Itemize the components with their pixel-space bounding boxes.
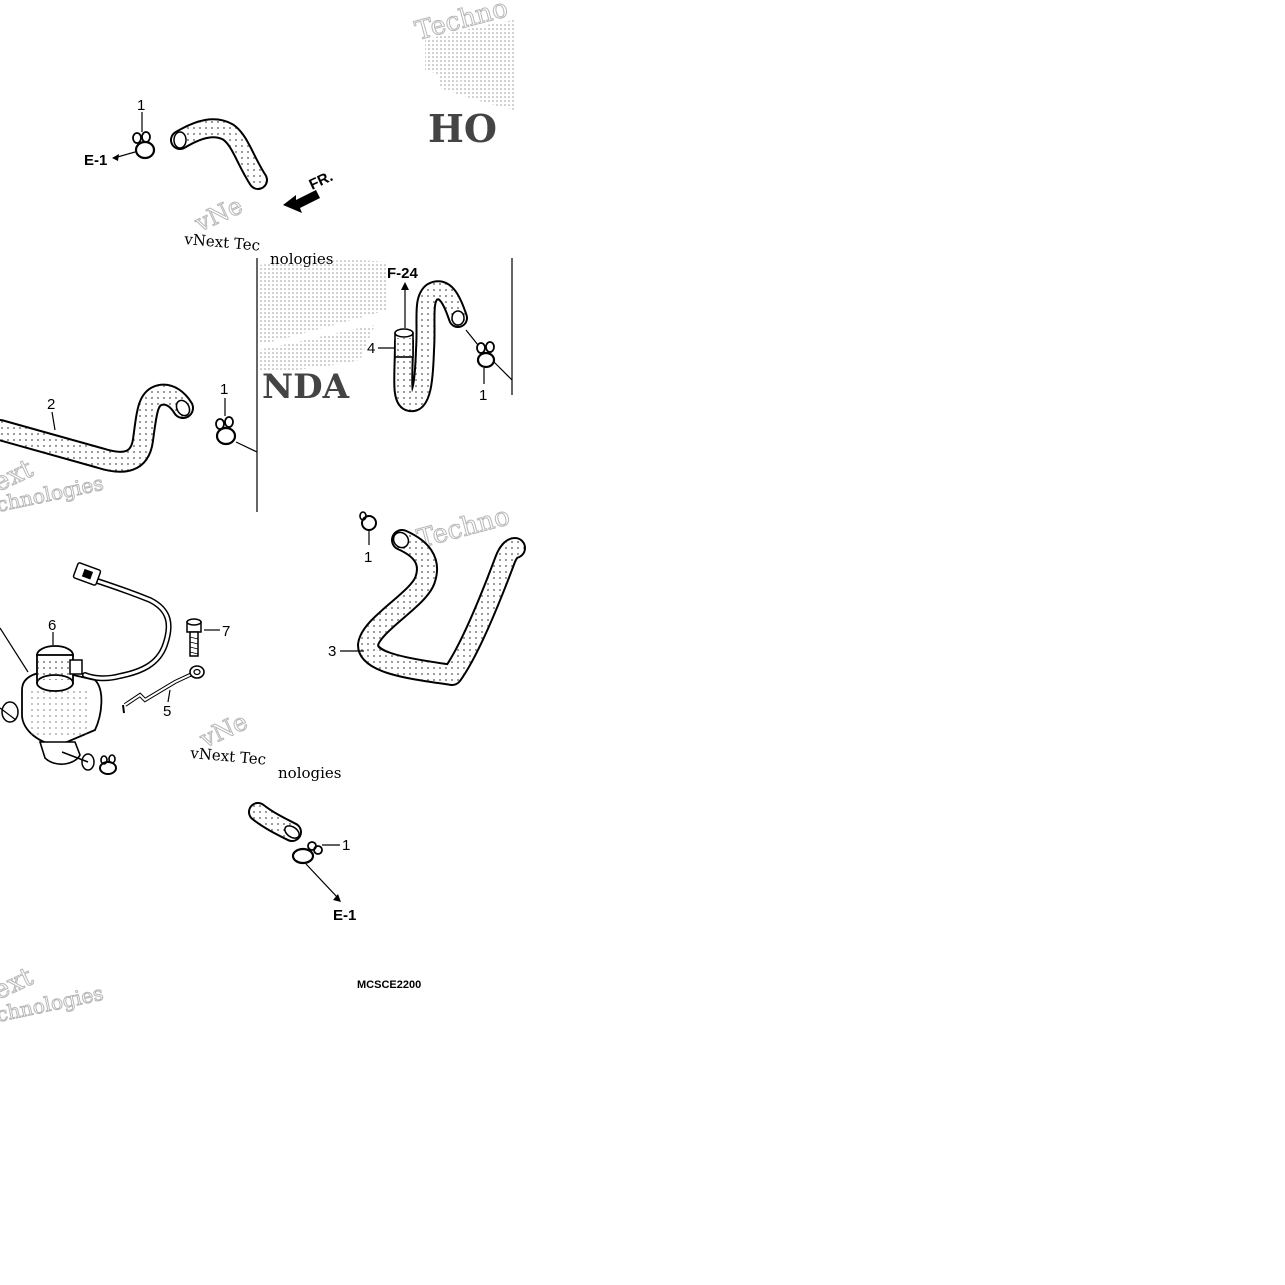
stay-bracket: [122, 665, 205, 714]
valve-group: 6 7 5: [0, 562, 230, 775]
hose-joint: [394, 328, 414, 358]
hose-clamp-icon: [99, 754, 117, 775]
f24-hose-group: 4 F-24 1: [367, 265, 513, 412]
callout-label: 2: [47, 396, 55, 413]
callout-label: 6: [48, 617, 56, 634]
hose-clamp-icon: [291, 841, 323, 865]
hose-clamp-icon: [359, 511, 377, 531]
callout-label: 1: [342, 837, 350, 854]
callout-label: 1: [137, 97, 145, 114]
callout-label: 1: [364, 549, 372, 566]
watermark-text: vNext Tec: [189, 744, 267, 769]
front-arrow-icon: [283, 190, 320, 213]
hose-clamp-icon: [476, 341, 496, 369]
callout-label: 1: [220, 381, 228, 398]
callout-label: 3: [328, 643, 336, 660]
watermark-text: nologies: [278, 764, 342, 782]
callout-label: 7: [222, 623, 230, 640]
watermark-text: vNext Tec: [183, 230, 261, 255]
top-hose-group: 1 E-1: [84, 97, 268, 190]
air-suction-valve: [1, 645, 103, 771]
hose-clamp-icon: [215, 416, 237, 446]
diagram-code: MCSCE2200: [357, 979, 421, 991]
honda-logo-top: HO: [425, 20, 515, 151]
honda-logo-mid: NDA: [258, 260, 388, 407]
front-label: FR.: [307, 168, 336, 194]
reference-label: F-24: [387, 265, 419, 282]
hose-clamp-icon: [132, 131, 156, 160]
front-direction-arrow: FR.: [283, 168, 336, 213]
callout-label: 5: [163, 703, 171, 720]
hose-2-group: 2 1: [0, 381, 258, 473]
connector: [72, 562, 102, 586]
reference-label: E-1: [84, 152, 107, 169]
bottom-hose-group: 1 E-1: [248, 802, 356, 924]
callout-label: 1: [479, 387, 487, 404]
watermark-logo-text: NDA: [262, 367, 350, 407]
watermark-layer: HO Techno vNext Tec vNe nologies NDA ext…: [0, 0, 515, 1027]
watermark-logo-text: HO: [428, 106, 497, 151]
reference-label: E-1: [333, 907, 356, 924]
callout-label: 4: [367, 340, 375, 357]
hose-3-group: 3 1: [328, 511, 526, 686]
bolt-icon: [186, 618, 202, 657]
